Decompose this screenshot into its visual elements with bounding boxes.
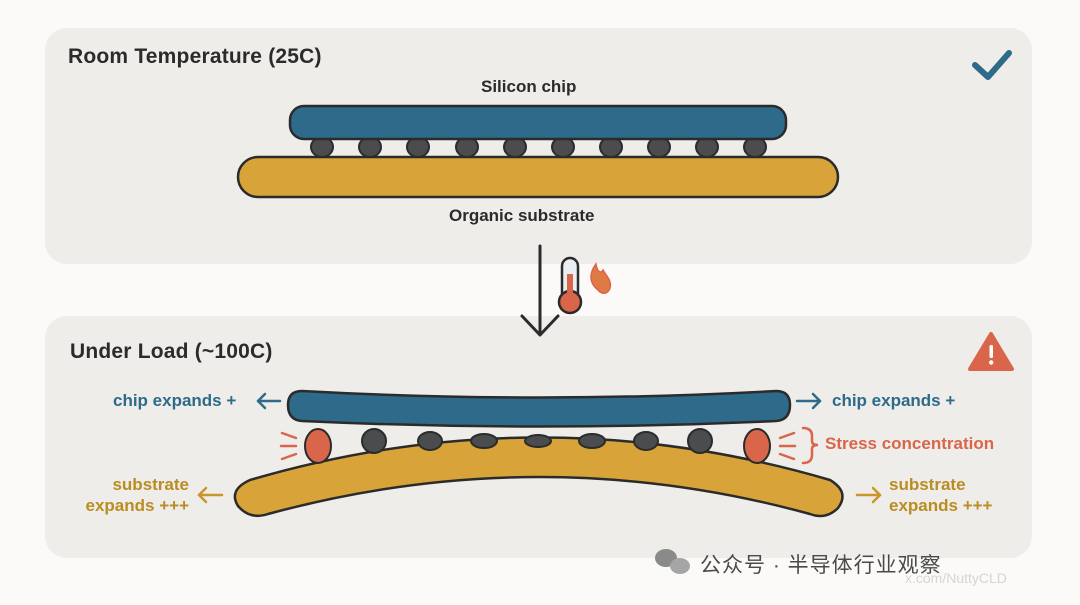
thermometer-icon [557, 256, 583, 315]
solder-bump [361, 428, 387, 454]
silicon-chip-label: Silicon chip [481, 77, 577, 96]
flame-icon [590, 262, 612, 294]
substrate-expands-left-line2: expands +++ [85, 496, 189, 515]
solder-bumps-loaded [361, 428, 713, 454]
watermark-handle: x.com/NuttyCLD [905, 570, 1007, 586]
check-icon [972, 50, 1012, 80]
stress-marks-right [778, 431, 797, 461]
substrate-expand-arrow-left [197, 486, 224, 504]
solder-bump [687, 428, 713, 454]
chip-expand-arrow-right [795, 392, 822, 410]
panel-notch [488, 317, 592, 362]
room-temperature-panel [45, 28, 1032, 264]
chip-expands-left-label: chip expands + [113, 391, 237, 410]
stress-marks-left [279, 431, 298, 461]
substrate-flat [236, 155, 840, 199]
warning-triangle-icon [968, 332, 1014, 371]
silicon-chip-flat [288, 104, 788, 141]
substrate-expand-arrow-right [855, 486, 882, 504]
stress-concentration-label: Stress concentration [825, 434, 995, 453]
stressed-solder-bump-left [304, 428, 332, 464]
solder-bump [417, 431, 443, 451]
room-temperature-title: Room Temperature (25C) [68, 45, 322, 68]
stressed-solder-bump-right [743, 428, 771, 464]
wechat-logo-icon [655, 549, 690, 574]
down-arrow-icon [520, 244, 560, 337]
silicon-chip-warped [286, 389, 792, 428]
solder-bump [524, 434, 552, 448]
under-load-title: Under Load (~100C) [70, 340, 273, 363]
watermark-text: 公众号 · 半导体行业观察 [700, 554, 942, 577]
solder-bump [578, 433, 606, 449]
solder-bump [633, 431, 659, 451]
substrate-expands-left-line1: substrate [112, 475, 189, 494]
substrate-expands-right-line1: substrate [889, 475, 966, 494]
organic-substrate-label: Organic substrate [449, 206, 595, 225]
substrate-expands-right-line2: expands +++ [889, 496, 993, 515]
chip-expands-right-label: chip expands + [832, 391, 956, 410]
stress-brace [801, 426, 819, 465]
chip-expand-arrow-left [256, 392, 282, 410]
solder-bump [470, 433, 498, 449]
